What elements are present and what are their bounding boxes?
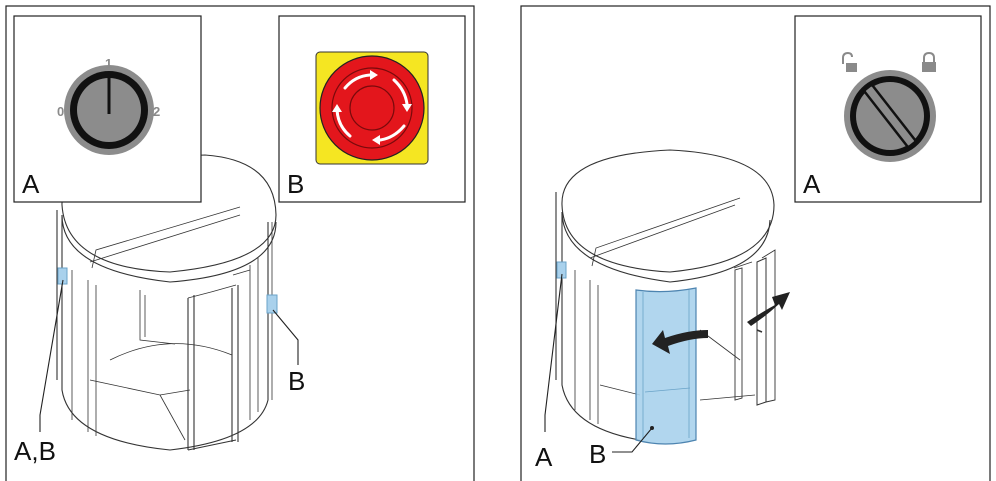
key-switch-icon (844, 70, 936, 162)
dial-position-2: 2 (153, 104, 160, 119)
selector-switch-icon (64, 65, 154, 155)
dial-position-0: 0 (57, 104, 64, 119)
right-panel: A B A (520, 5, 991, 481)
locked-padlock-icon (922, 51, 936, 72)
callout-line-wing-b (612, 427, 653, 453)
left-panel: A,B B 0 1 2 A (5, 5, 475, 481)
inset-b-emergency-stop: B (278, 15, 466, 203)
inset-b-label: B (287, 169, 304, 199)
callout-label-ab: A,B (14, 436, 56, 466)
left-panel-frame (5, 5, 475, 481)
callout-label-a: A (535, 442, 553, 472)
rotation-arrow-icon (652, 292, 790, 354)
inset-a-label: A (22, 169, 40, 199)
callout-label-b: B (288, 366, 305, 396)
revolving-door-left (56, 154, 277, 451)
inset-a-selector-switch: 0 1 2 A (13, 15, 202, 203)
callout-line-ab (39, 279, 64, 432)
dial-position-1: 1 (105, 56, 112, 71)
right-panel-frame (520, 5, 991, 481)
revolving-door-right (555, 149, 776, 441)
callout-line-a (544, 273, 563, 432)
callout-label-wing-b: B (589, 439, 606, 469)
inset-a-key-switch: A (794, 15, 982, 203)
inset-a-key-label: A (803, 169, 821, 199)
control-panel-marker-b (266, 294, 278, 314)
door-wing-b-highlight (635, 287, 697, 445)
unlocked-padlock-icon (842, 51, 857, 72)
callout-line-b (272, 309, 299, 365)
emergency-stop-icon (315, 51, 429, 165)
